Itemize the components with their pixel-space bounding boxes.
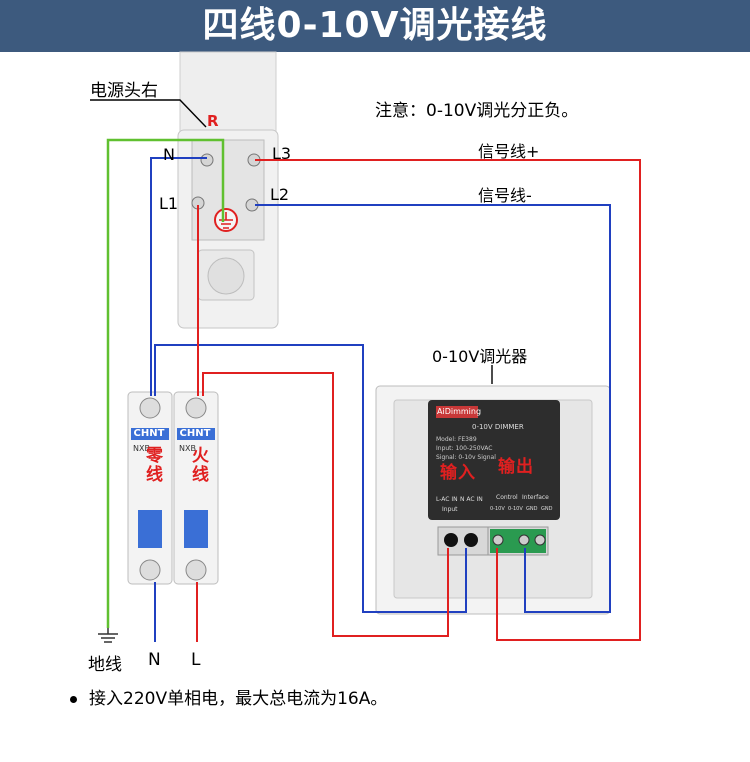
label-bottom-l: L [191,650,201,670]
dimmer-pin3: GND [526,506,538,512]
label-ground: 地线 [88,655,122,675]
live-wire-dimmer [202,372,449,637]
breaker-neutral [127,391,173,585]
label-power-head-right: 电源头右 [90,81,158,101]
dimmer-interface: Interface [522,494,549,501]
dimmer-pin2: 0-10V [508,506,523,512]
breaker-neutral-model: NXB [133,444,150,453]
breaker-live [173,391,219,585]
label-n: N [163,145,175,164]
label-dimmer: 0-10V调光器 [432,347,528,366]
dimmer-input-tag: Input [442,506,458,513]
dimmer-input: Input: 100-250VAC [436,445,493,452]
dimmer-model: Model: FE389 [436,436,477,443]
neutral-wire-dimmer [154,344,467,613]
ground-wire [106,138,225,628]
dimmer-control: Control [496,494,518,501]
label-signal-pos: 信号线+ [478,142,540,161]
dimmer-title: 0-10V DIMMER [472,423,524,431]
dimmer-terminal-n: N AC IN [460,496,483,503]
note-polarity: 注意：0-10V调光分正负。 [375,101,579,121]
dimmer-device [375,385,611,615]
breaker-live-model: NXB [179,444,196,453]
label-r: R [207,112,219,130]
label-l2: L2 [270,185,290,204]
ground-symbol-icon [98,628,118,643]
label-bottom-n: N [148,650,161,670]
footnote-text: 接入220V单相电，最大总电流为16A。 [89,689,388,709]
dimmer-signal: Signal: 0-10v Signal [436,454,496,461]
breaker-neutral-label: 零线 [142,446,162,484]
title-banner [0,0,750,52]
signal-neg-wire [255,204,611,613]
power-head-pointer [90,99,207,128]
signal-pos-wire [255,159,641,641]
label-l3: L3 [272,144,292,163]
label-signal-neg: 信号线- [478,186,532,205]
label-l1: L1 [159,194,179,213]
power-head [177,51,279,329]
dimmer-terminal-l: L-AC IN [436,496,458,503]
dimmer-input-label: 输入 [440,463,476,483]
neutral-wire-n [150,157,207,396]
breaker-live-brand: CHNT [179,428,211,439]
dimmer-output-label: 输出 [498,457,534,477]
dimmer-brand: AiDimming [437,407,482,416]
dimmer-pin1: 0-10V [490,506,505,512]
dimmer-pin4: GND [541,506,553,512]
breaker-live-label: 火线 [188,446,208,484]
bullet-icon [70,695,77,703]
breaker-neutral-brand: CHNT [133,428,165,439]
page-title: 四线0-10V调光接线 [202,5,548,46]
footnote: 接入220V单相电，最大总电流为16A。 [70,684,387,709]
